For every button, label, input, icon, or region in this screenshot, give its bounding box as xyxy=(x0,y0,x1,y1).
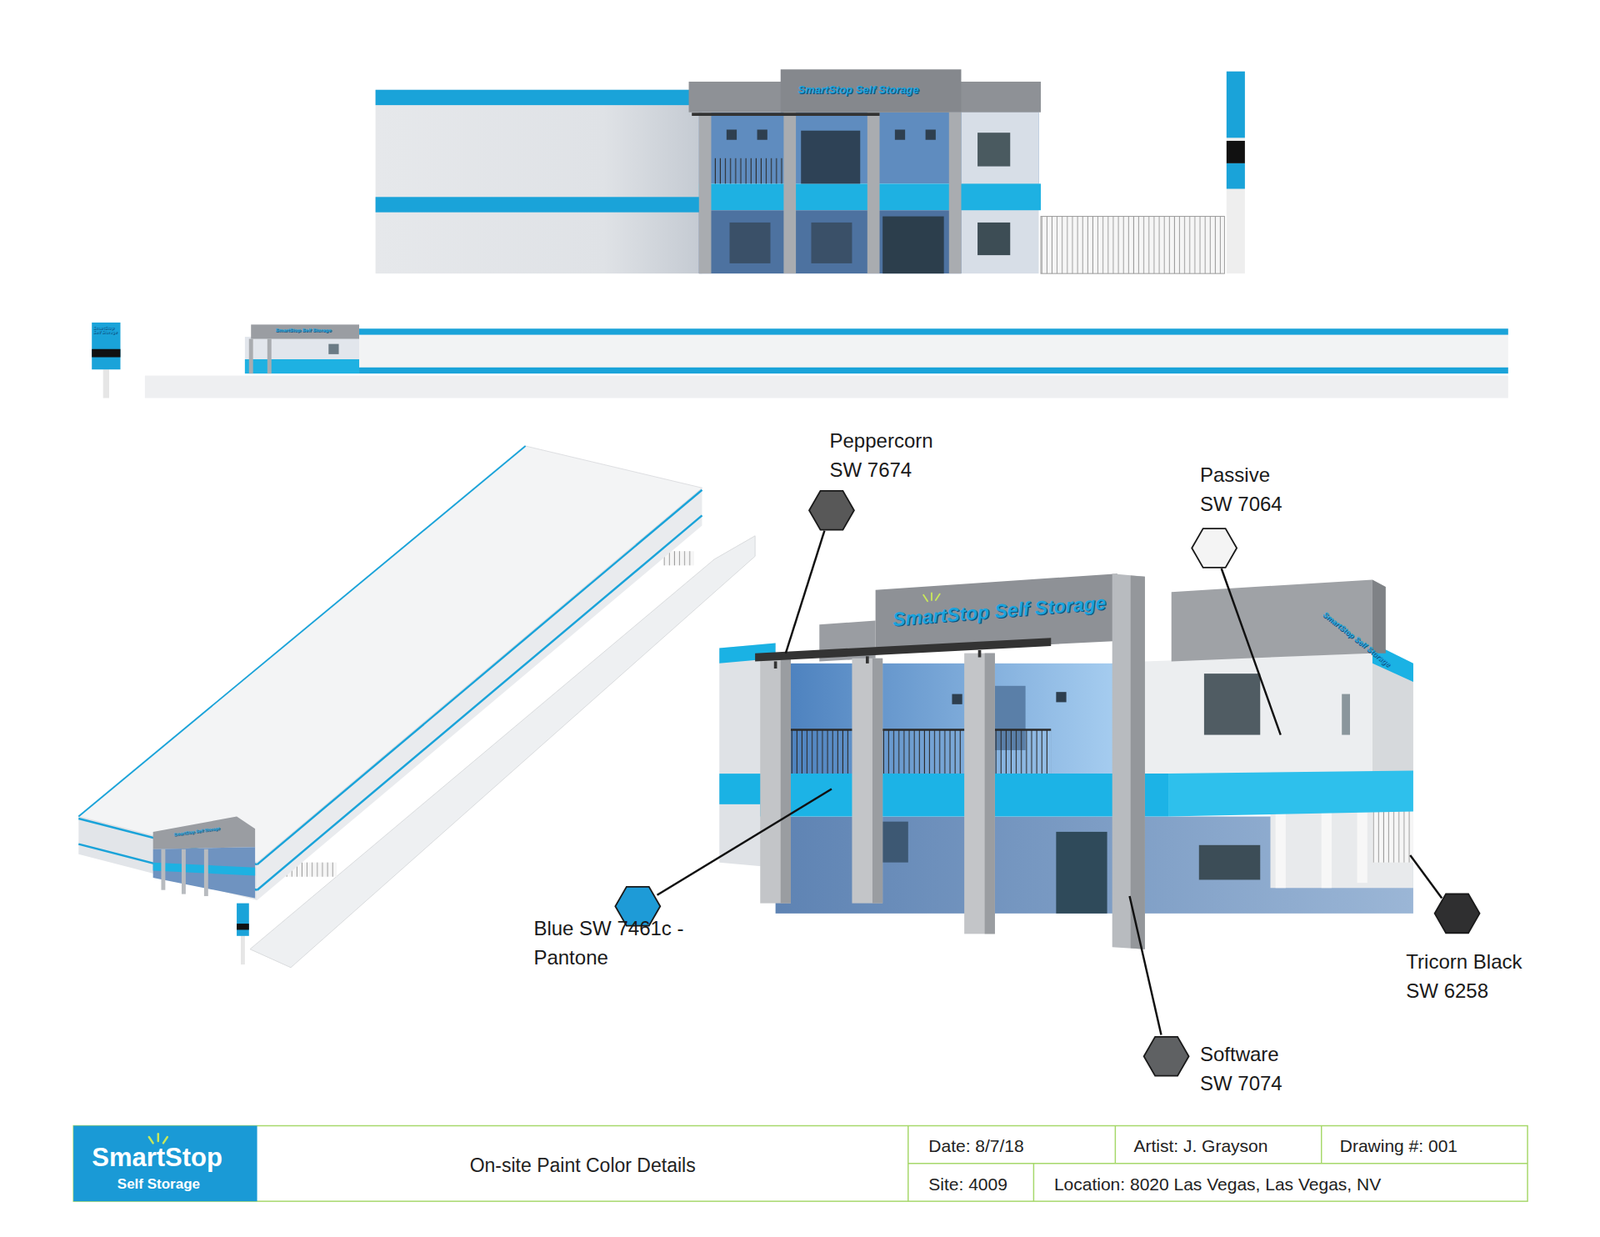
perspective-view xyxy=(719,573,1414,950)
color-swatch xyxy=(1435,893,1480,933)
paint-color-label: Software SW 7074 xyxy=(1200,1039,1288,1098)
title-block-cell: Site: 4009 xyxy=(928,1173,1008,1195)
title-block-cell: Drawing #: 001 xyxy=(1340,1135,1458,1156)
color-swatch xyxy=(1144,1036,1190,1076)
side-elevation xyxy=(91,322,1509,399)
sign-text: SmartStop Self Storage xyxy=(798,83,920,97)
title-block xyxy=(73,592,1528,1201)
paint-color-label: Blue SW 7461c - Pantone xyxy=(533,913,724,972)
front-elevation xyxy=(375,69,1245,274)
title-block-cell: Date: 8/7/18 xyxy=(928,1135,1024,1156)
isometric-view xyxy=(78,445,755,968)
title-block-cell: Location: 8020 Las Vegas, Las Vegas, NV xyxy=(1054,1173,1381,1195)
leader-lines xyxy=(657,530,1443,1035)
paint-color-label: Tricorn Black SW 6258 xyxy=(1405,946,1549,1005)
drawing-title: On-site Paint Color Details xyxy=(470,1154,696,1178)
logo-text: SmartStop xyxy=(91,1141,223,1173)
paint-color-label: Passive SW 7064 xyxy=(1200,460,1288,519)
sign-text: SmartStop Self Storage xyxy=(92,325,120,335)
color-swatch xyxy=(809,490,855,530)
logo-subtext: Self Storage xyxy=(117,1175,200,1193)
color-swatch xyxy=(1191,528,1237,568)
paint-color-label: Peppercorn SW 7674 xyxy=(830,425,940,485)
title-block-cell: Artist: J. Grayson xyxy=(1133,1135,1268,1156)
sign-text: SmartStop Self Storage xyxy=(275,327,332,334)
